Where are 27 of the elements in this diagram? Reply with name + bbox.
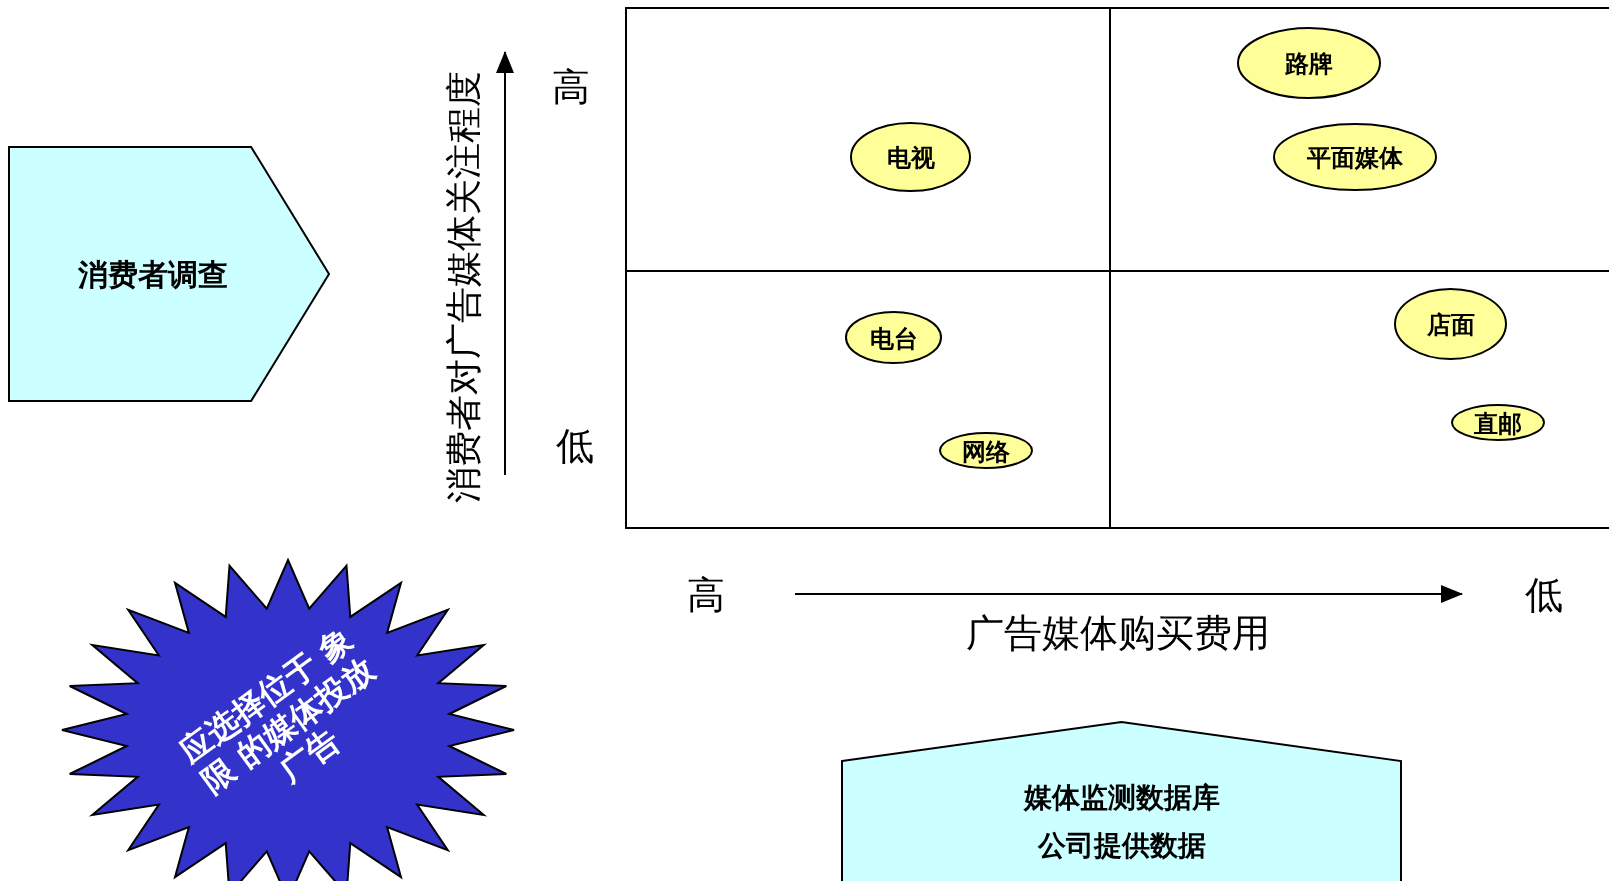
data-source-box bbox=[841, 721, 1402, 881]
media-ellipse bbox=[1237, 27, 1381, 99]
process-pentagon bbox=[8, 146, 330, 402]
node-label: 网络 bbox=[961, 436, 1011, 468]
node-label: 公司提供数据 bbox=[1036, 828, 1207, 864]
node-label: 平面媒体 bbox=[1306, 143, 1404, 175]
starburst-callout bbox=[62, 560, 514, 881]
media-ellipse bbox=[1451, 404, 1545, 441]
media-ellipse bbox=[1394, 288, 1507, 360]
media-ellipse bbox=[1273, 123, 1437, 191]
media-ellipse bbox=[939, 432, 1033, 469]
axis-tick-label: 高 bbox=[687, 571, 725, 619]
node-label: 媒体监测数据库 bbox=[1022, 780, 1221, 816]
node-label: 消费者调查 bbox=[76, 256, 229, 295]
media-ellipse bbox=[845, 311, 942, 364]
axis-tick-label: 低 bbox=[556, 422, 594, 470]
callout-text: 应选择位于 象限 的媒体投放广告 bbox=[171, 619, 383, 802]
media-ellipse bbox=[850, 122, 971, 192]
node-label: 电台 bbox=[868, 323, 919, 355]
axis-tick-label: 高 bbox=[552, 63, 590, 111]
node-label: 路牌 bbox=[1284, 49, 1334, 81]
axis-title: 消费者对广告媒体关注程度 bbox=[441, 71, 485, 503]
node-label: 电视 bbox=[885, 143, 936, 175]
axis-tick-label: 低 bbox=[1525, 571, 1563, 619]
axis-title: 广告媒体购买费用 bbox=[966, 609, 1270, 657]
node-label: 店面 bbox=[1425, 310, 1476, 342]
node-label: 直邮 bbox=[1473, 408, 1523, 440]
